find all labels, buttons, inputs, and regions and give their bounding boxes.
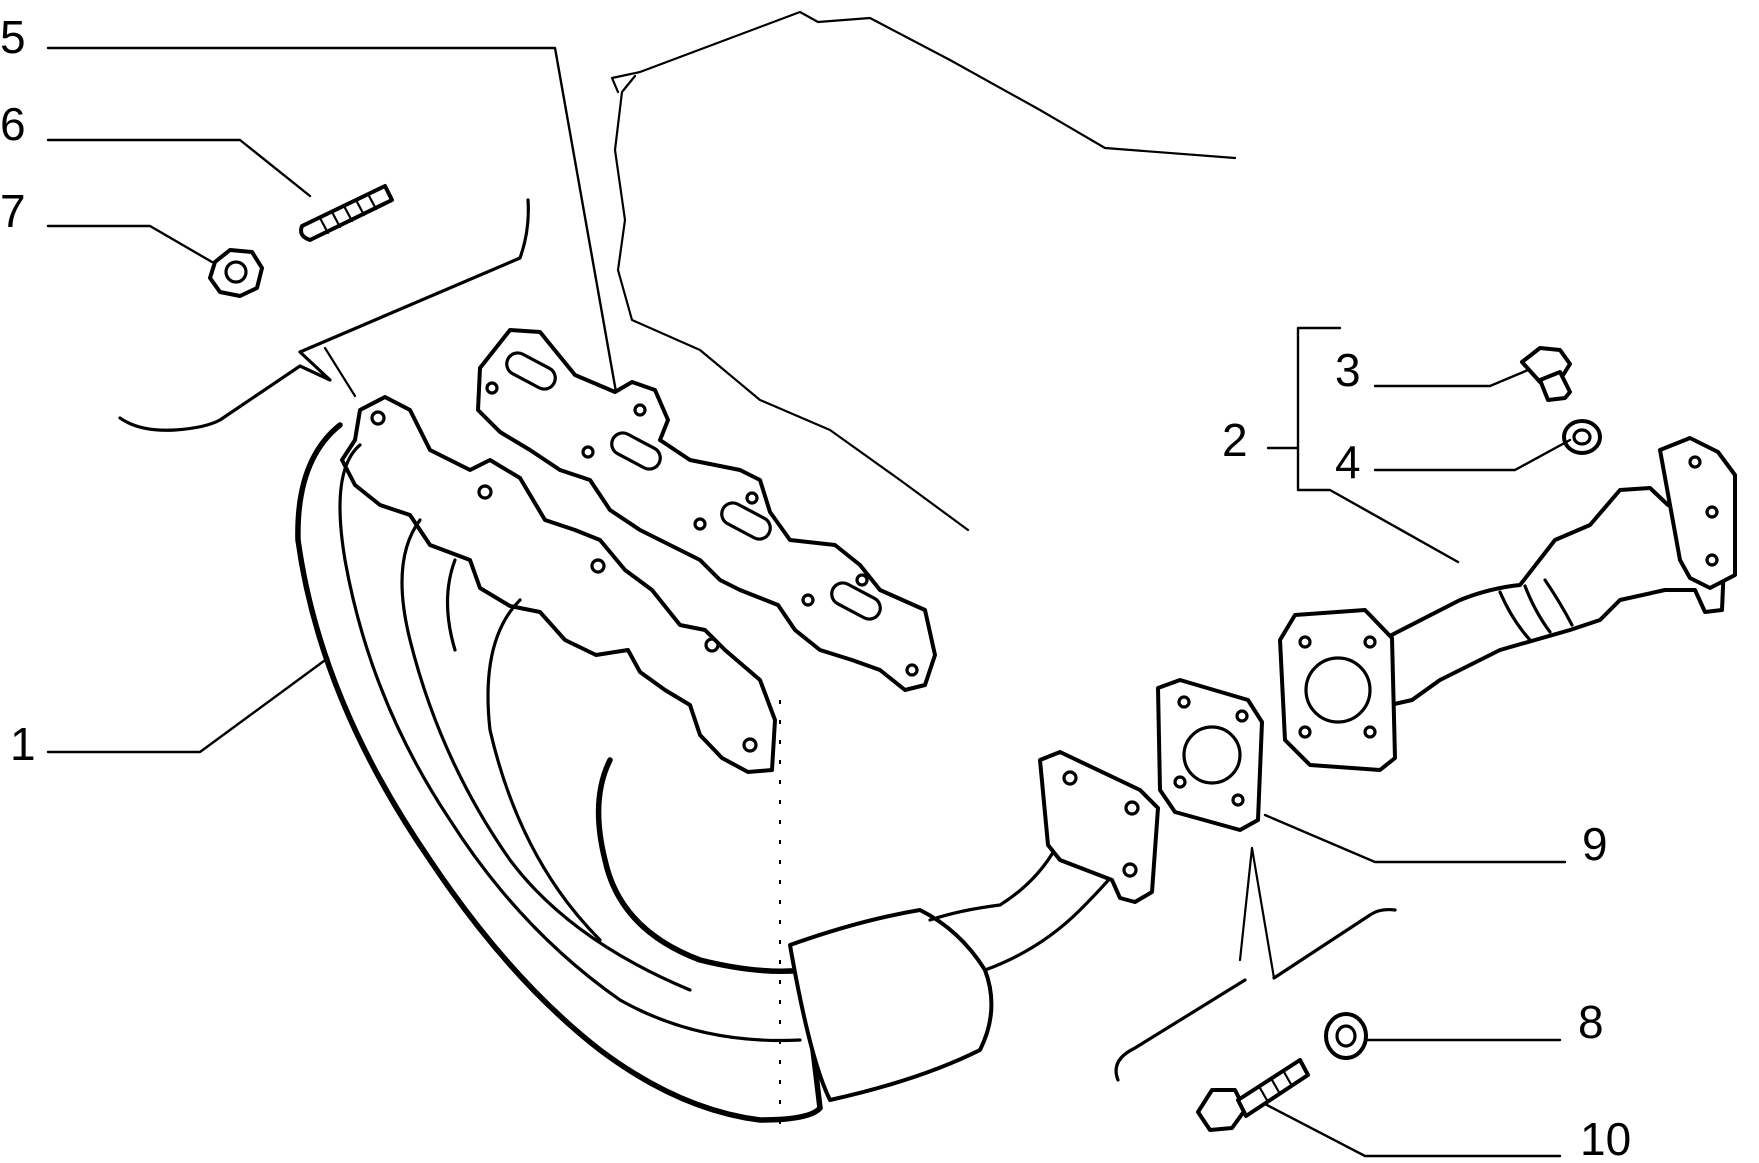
callout-2: 2 [1222,414,1248,466]
leader-9 [1263,813,1567,864]
hex-bolt [1196,1058,1310,1132]
callout-10: 10 [1580,1113,1631,1163]
plain-washer [1324,1012,1368,1060]
engine-block-outline [610,10,1237,532]
leader-2 [1266,326,1460,564]
sealing-washer [1562,419,1602,455]
heat-shield-fragment-left [118,198,530,432]
leader-1 [46,656,330,754]
callout-labels: 1 2 3 4 5 6 7 8 9 10 [0,11,1631,1163]
callout-9: 9 [1582,818,1608,870]
leader-6 [46,138,312,198]
leader-5 [46,46,618,394]
stud [299,184,394,242]
leader-10 [1263,1102,1562,1158]
small-screw [1520,346,1572,402]
manifold-gasket [476,328,937,692]
flange-nut [208,248,264,298]
leader-4 [1373,438,1572,472]
callout-5: 5 [0,11,26,63]
callout-3: 3 [1335,344,1361,396]
front-exhaust-pipe [1278,436,1737,772]
callout-7: 7 [0,185,26,237]
pipe-gasket [1156,678,1264,832]
leader-3 [1373,368,1530,388]
exhaust-manifold [295,395,1160,1140]
callout-8: 8 [1578,996,1604,1048]
callout-6: 6 [0,98,26,150]
callout-1: 1 [10,718,36,770]
callout-4: 4 [1335,436,1361,488]
leader-lines [46,46,1572,1158]
heat-shield-fragment-right [1114,846,1397,1082]
leader-7 [46,224,214,264]
